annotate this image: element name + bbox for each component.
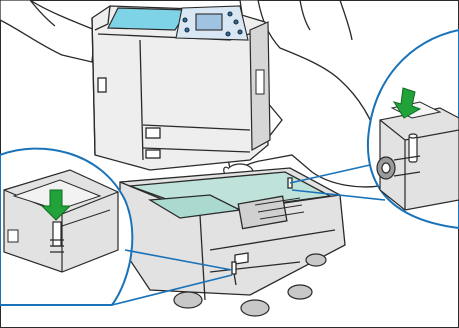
printer-side-latch [98, 78, 106, 92]
feeder-drawer-handle [235, 253, 248, 264]
paper-drawer-handle [146, 128, 160, 138]
paper-drawer-handle-lower [146, 150, 160, 158]
printer-side-vent [256, 70, 264, 94]
positioning-pin-front [232, 262, 236, 274]
printer-top-cover [108, 8, 188, 30]
control-panel [176, 6, 248, 40]
lcd-display [196, 14, 222, 30]
